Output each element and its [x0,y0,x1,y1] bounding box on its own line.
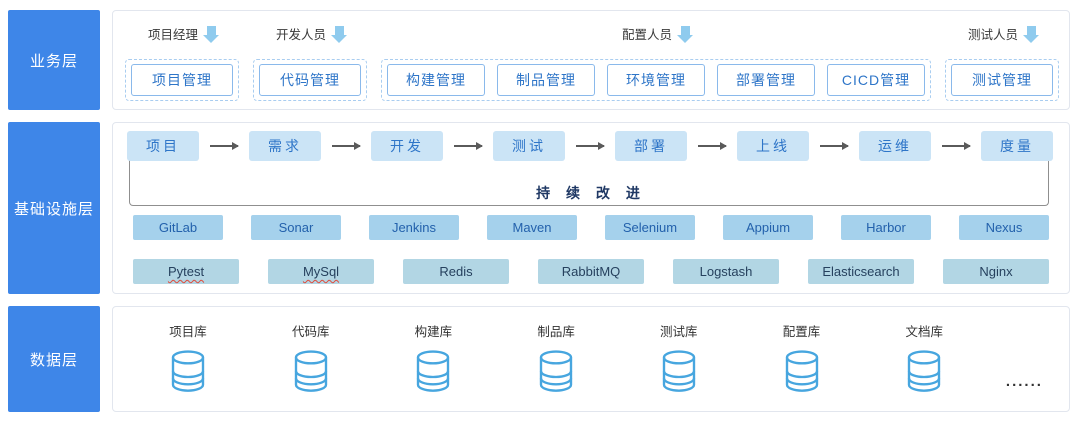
database-icon [168,349,208,395]
right-arrow-icon [698,142,727,149]
business-group-code: 开发人员 代码管理 [253,15,367,101]
flow-step-deploy: 部署 [615,131,687,161]
tools-row-1: GitLab Sonar Jenkins Maven Selenium Appi… [113,215,1069,240]
database-icon [413,349,453,395]
tool-selenium: Selenium [605,215,695,240]
tool-maven: Maven [487,215,577,240]
business-group-config: 配置人员 构建管理 制品管理 环境管理 部署管理 CICD管理 [381,15,931,101]
business-group-project: 项目经理 项目管理 [125,15,239,101]
down-arrow-icon [1023,26,1039,43]
datastore-artifact: 制品库 [515,321,597,395]
flow-step-project: 项目 [127,131,199,161]
flow-step-requirement: 需求 [249,131,321,161]
datastore-test: 测试库 [638,321,720,395]
down-arrow-icon [331,26,347,43]
data-layer-label: 数据层 [8,306,100,412]
tool-harbor: Harbor [841,215,931,240]
tool-sonar: Sonar [251,215,341,240]
infrastructure-layer: 基础设施层 项目 需求 开发 测试 部署 上线 运维 [8,122,1070,294]
down-arrow-icon [203,26,219,43]
dashed-group-box: 代码管理 [253,59,367,101]
flow-step-measure: 度量 [981,131,1053,161]
mgmt-box-deploy: 部署管理 [717,64,815,96]
tool-gitlab: GitLab [133,215,223,240]
tool-nexus: Nexus [959,215,1049,240]
data-layer-panel: 项目库 代码库 [112,306,1070,412]
dashed-group-box: 构建管理 制品管理 环境管理 部署管理 CICD管理 [381,59,931,101]
dashed-group-box: 测试管理 [945,59,1059,101]
database-icon [536,349,576,395]
database-icon [291,349,331,395]
datastore-label: 制品库 [537,325,575,339]
business-layer-label: 业务层 [8,10,100,110]
tool-elasticsearch: Elasticsearch [808,259,914,284]
flow-step-operate: 运维 [859,131,931,161]
datastore-label: 项目库 [169,325,207,339]
tool-pytest: Pytest [133,259,239,284]
infrastructure-layer-panel: 项目 需求 开发 测试 部署 上线 运维 度量 持 续 改 进 [112,122,1070,294]
datastore-config: 配置库 [761,321,843,395]
datastore-document: 文档库 [883,321,965,395]
infrastructure-layer-label: 基础设施层 [8,122,100,294]
tool-jenkins: Jenkins [369,215,459,240]
mgmt-box-environment: 环境管理 [607,64,705,96]
tool-mysql: MySql [268,259,374,284]
mgmt-box-artifact: 制品管理 [497,64,595,96]
role-label-tester: 测试人员 [967,28,1018,42]
right-arrow-icon [820,142,849,149]
business-group-test: 测试人员 测试管理 [945,15,1059,101]
mgmt-box-cicd: CICD管理 [827,64,925,96]
tool-rabbitmq: RabbitMQ [538,259,644,284]
business-layer: 业务层 项目经理 项目管理 开发人员 [8,10,1070,110]
database-icon [904,349,944,395]
right-arrow-icon [332,142,361,149]
flow-step-develop: 开发 [371,131,443,161]
business-layer-panel: 项目经理 项目管理 开发人员 代码管理 [112,10,1070,110]
dashed-group-box: 项目管理 [125,59,239,101]
role-label-developer: 开发人员 [275,28,326,42]
flow-step-test: 测试 [493,131,565,161]
database-icon [782,349,822,395]
datastore-label: 配置库 [782,325,821,339]
datastore-build: 构建库 [392,321,474,395]
tool-appium: Appium [723,215,813,240]
datastore-code: 代码库 [270,321,352,395]
continuous-improvement-label: 持 续 改 进 [536,185,646,201]
mgmt-box-project: 项目管理 [131,64,233,96]
database-icon [659,349,699,395]
right-arrow-icon [942,142,971,149]
right-arrow-icon [454,142,483,149]
down-arrow-icon [677,26,693,43]
datastore-label: 文档库 [905,325,943,339]
role-label-config: 配置人员 [621,28,672,42]
data-layer: 数据层 项目库 代码库 [8,306,1070,412]
right-arrow-icon [576,142,605,149]
datastore-label: 代码库 [291,325,330,339]
role-label-project-manager: 项目经理 [147,28,198,42]
right-arrow-icon [210,142,239,149]
datastore-project: 项目库 [147,321,229,395]
datastore-label: 构建库 [414,325,453,339]
mgmt-box-code: 代码管理 [259,64,361,96]
tool-logstash: Logstash [673,259,779,284]
tool-nginx: Nginx [943,259,1049,284]
tool-redis: Redis [403,259,509,284]
mgmt-box-test: 测试管理 [951,64,1053,96]
more-ellipsis: ...... [1005,373,1043,390]
tools-row-2: Pytest MySql Redis RabbitMQ Logstash Ela… [113,259,1069,284]
flow-step-launch: 上线 [737,131,809,161]
mgmt-box-build: 构建管理 [387,64,485,96]
datastore-label: 测试库 [660,325,698,339]
pipeline-flow: 项目 需求 开发 测试 部署 上线 运维 度量 持 续 改 进 [113,123,1069,211]
